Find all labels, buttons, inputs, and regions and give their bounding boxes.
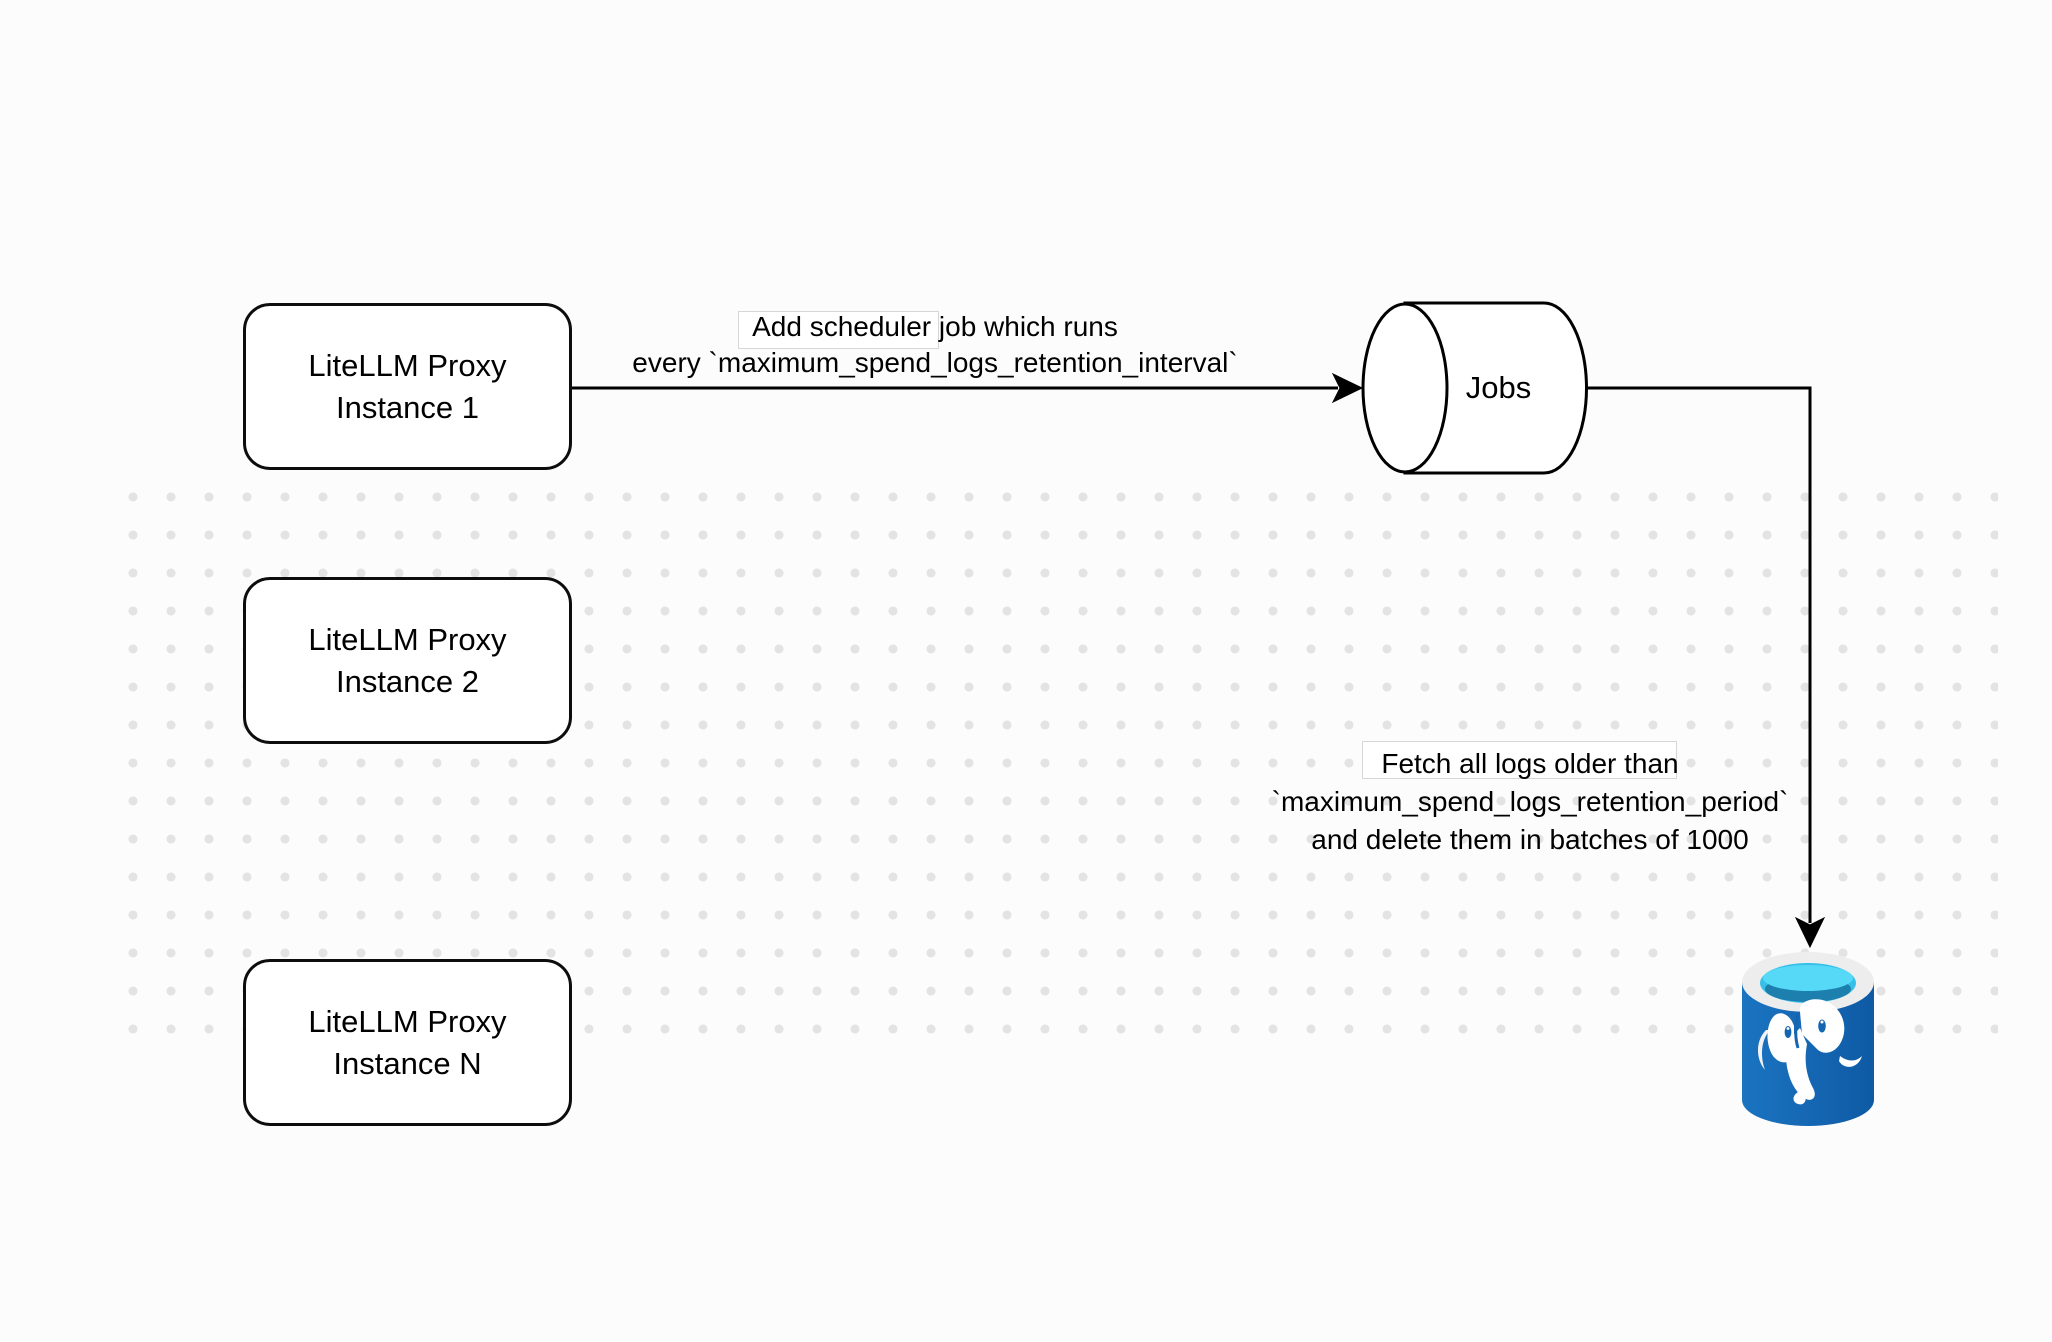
node-label-line: LiteLLM Proxy bbox=[308, 1003, 507, 1039]
arrowhead-into-database bbox=[1794, 916, 1826, 949]
edge-proxy-to-jobs bbox=[572, 372, 1364, 404]
jobs-label: Jobs bbox=[1465, 370, 1532, 405]
node-label-line: Instance 1 bbox=[335, 389, 480, 425]
scheduler-edge-label: Add scheduler job which runs every `maxi… bbox=[632, 309, 1237, 381]
scheduler-edge-label-line1: Add scheduler job which runs bbox=[752, 311, 1118, 342]
node-label-line: Instance N bbox=[333, 1045, 482, 1081]
fetch-edge-label: Fetch all logs older than `maximum_spend… bbox=[1272, 745, 1789, 859]
node-label-line: Instance 2 bbox=[335, 663, 480, 699]
fetch-edge-label-line3: and delete them in batches of 1000 bbox=[1311, 824, 1749, 855]
pg-opening-highlight bbox=[1763, 965, 1853, 991]
fetch-edge-label-line1: Fetch all logs older than bbox=[1381, 748, 1679, 779]
node-label-line: LiteLLM Proxy bbox=[308, 347, 507, 383]
dot-grid-background bbox=[114, 478, 1998, 1048]
jobs-cylinder bbox=[1361, 301, 1588, 475]
node-litellm-proxy-instance-n: LiteLLM Proxy Instance N bbox=[243, 959, 572, 1126]
scheduler-edge-label-line2: every `maximum_spend_logs_retention_inte… bbox=[632, 347, 1238, 378]
node-litellm-proxy-instance-2: LiteLLM Proxy Instance 2 bbox=[243, 577, 572, 744]
fetch-label-bbox bbox=[1362, 741, 1677, 779]
node-litellm-proxy-instance-1: LiteLLM Proxy Instance 1 bbox=[243, 303, 572, 470]
node-label-line: LiteLLM Proxy bbox=[308, 621, 507, 657]
fetch-edge-label-line2: `maximum_spend_logs_retention_period` bbox=[1271, 786, 1789, 817]
scheduler-label-bbox bbox=[738, 311, 939, 349]
pg-elephant bbox=[1757, 999, 1862, 1105]
edge-jobs-to-database bbox=[1584, 386, 1826, 949]
postgresql-icon bbox=[1742, 952, 1874, 1126]
arrowhead-into-jobs bbox=[1331, 372, 1364, 404]
